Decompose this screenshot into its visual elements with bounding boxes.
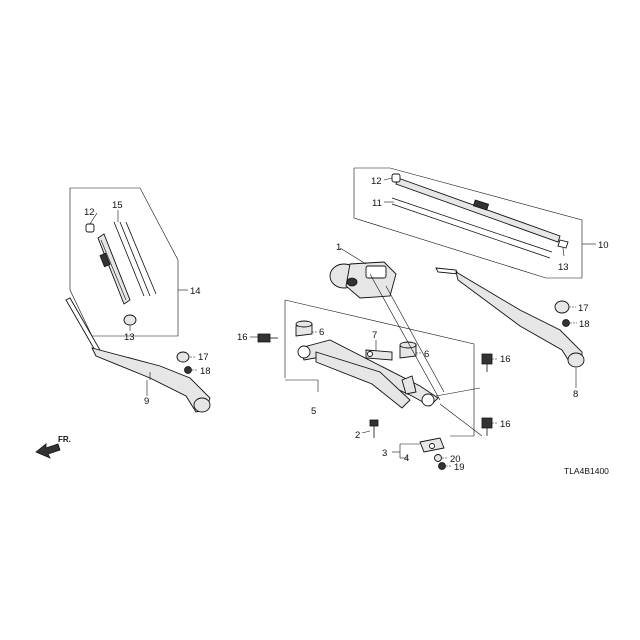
callout-15: 15 [112,200,123,211]
nut-19[interactable] [438,462,446,470]
callout-17a: 17 [198,352,209,363]
right-wiper-blade[interactable] [395,177,561,243]
bolt-16-lower-right[interactable] [481,417,493,436]
wiper-motor[interactable] [329,261,397,299]
callout-12a: 12 [84,207,95,218]
callout-7: 7 [372,330,377,341]
callout-6a: 6 [319,327,324,338]
linkage-group-5 [284,299,475,437]
front-direction-label: FR. [58,435,71,444]
left-wiper-arm[interactable] [65,297,211,413]
callout-17b: 17 [578,303,589,314]
grommet-6-left[interactable] [295,320,313,337]
callout-18b: 18 [579,319,590,330]
diagram-code: TLA4B1400 [564,466,609,476]
callout-12b: 12 [371,176,382,187]
callout-1: 1 [336,242,341,253]
callout-8: 8 [573,389,578,400]
callout-16b: 16 [500,354,511,365]
callout-11: 11 [372,198,382,209]
right-blade-rubber-11[interactable] [391,197,553,259]
left-wiper-blade[interactable] [97,233,131,305]
bolt-2[interactable] [369,419,379,438]
bracket-7[interactable] [365,349,393,361]
callout-4: 4 [404,453,409,464]
callout-9: 9 [144,396,149,407]
left-blade-rubber[interactable] [113,221,157,297]
left-arm-cap-17[interactable] [176,351,190,363]
bolt-16-upper-right[interactable] [481,353,493,372]
callout-5: 5 [311,406,316,417]
left-blade-cap-13[interactable] [123,314,137,326]
callout-16a: 16 [237,332,248,343]
right-blade-clip-12[interactable] [391,173,401,183]
callout-13b: 13 [558,262,569,273]
callout-13a: 13 [124,332,135,343]
right-wiper-arm[interactable] [435,267,585,368]
blade-kit-group-14 [69,187,188,337]
nut-20[interactable] [434,454,442,462]
callout-10: 10 [598,240,609,251]
callout-14: 14 [190,286,201,297]
callout-16c: 16 [500,419,511,430]
bracket-4[interactable] [419,437,445,453]
callout-2: 2 [355,430,360,441]
right-blade-cap-13[interactable] [557,239,569,249]
right-arm-nut-18[interactable] [562,319,570,327]
blade-kit-group-10 [353,167,596,279]
callout-18a: 18 [200,366,211,377]
wiper-linkage[interactable] [297,339,439,409]
callout-3: 3 [382,448,387,459]
grommet-6-right[interactable] [399,341,417,359]
callouts: 1 2 3 4 5 6 6 7 8 9 10 11 12 12 13 13 14… [84,176,609,473]
bolt-16-left[interactable] [257,333,278,343]
callout-20: 20 [450,454,461,465]
right-arm-cap-17[interactable] [554,300,570,314]
left-blade-clip-12[interactable] [85,223,95,233]
leader-lines [89,177,577,467]
callout-6b: 6 [424,349,429,360]
left-arm-nut-18[interactable] [184,366,192,374]
callout-19: 19 [454,462,465,473]
front-direction-arrow [35,443,61,459]
